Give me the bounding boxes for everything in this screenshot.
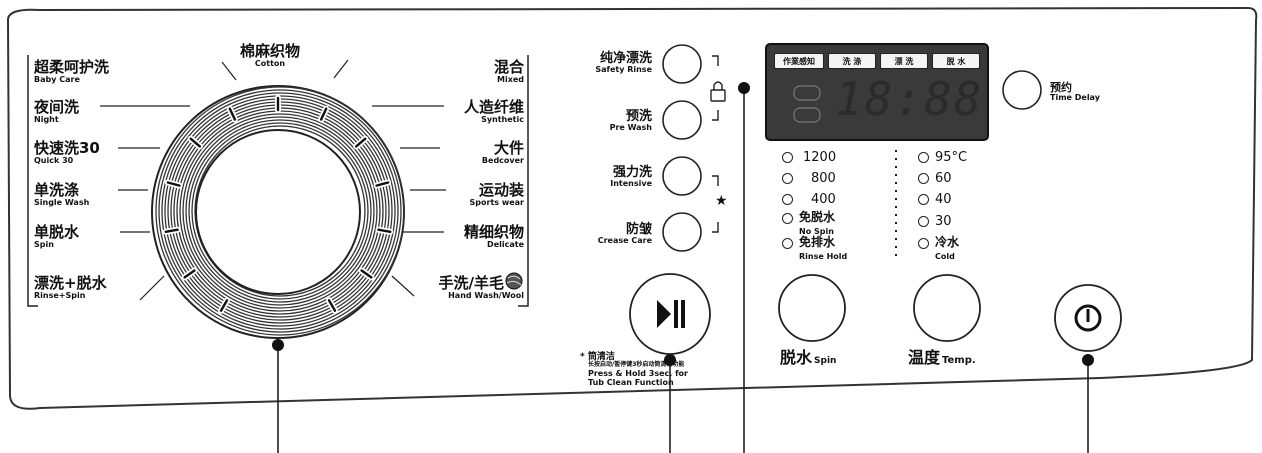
dial-groove [191, 122, 369, 300]
power-icon [1074, 304, 1102, 332]
dial-tick [375, 181, 390, 187]
display-play-indicator [793, 107, 821, 123]
dial-tick [360, 269, 373, 279]
spin-button[interactable] [778, 274, 846, 342]
dial-tick [166, 181, 181, 187]
dial-groove [158, 89, 402, 333]
callout-lines [277, 88, 1089, 453]
spin-led-1200: 1200 [782, 150, 836, 165]
play-icon [657, 300, 671, 328]
temp-led-30: 30 [918, 214, 952, 229]
wool-icon [505, 272, 523, 290]
display-tab-wash: 洗 涤 [828, 53, 876, 69]
dial-tick [319, 107, 328, 121]
dial-groove [194, 125, 366, 297]
dial-tick [189, 137, 202, 148]
panel-outline [6, 6, 1258, 410]
spin-led-400: 400 [782, 192, 836, 207]
dial-groove [185, 116, 375, 306]
dial-groove [161, 92, 399, 330]
dial-tick [354, 137, 367, 148]
dial-groove [182, 113, 378, 309]
callout-dots [272, 82, 1094, 366]
tub-clean-note: * 筒清洁 长按启动/暂停键3秒启动筒清洁功能 Press & Hold 3se… [580, 352, 688, 388]
star-icon: ★ [715, 193, 728, 209]
time-delay-label: 预约 Time Delay [1050, 81, 1100, 102]
temp-led-95: 95°C [918, 150, 967, 165]
time-delay-button[interactable] [1002, 70, 1042, 110]
dial-tick [164, 228, 179, 233]
dial-leader-lines [100, 59, 446, 301]
dial-tick [327, 299, 337, 312]
child-lock-icon [710, 81, 726, 102]
dial-groove [188, 119, 372, 303]
dial-tick [377, 228, 392, 233]
spin-led-800: 800 [782, 171, 836, 186]
display-tab-sensing: 作業感知 [774, 53, 824, 69]
display-lock-indicator [793, 85, 821, 101]
option-brackets [712, 55, 719, 233]
dial-tick [219, 299, 229, 312]
display-digits: 18:88 [835, 72, 984, 126]
dial-tick [183, 269, 196, 279]
temp-button[interactable] [913, 274, 981, 342]
temp-led-40: 40 [918, 192, 952, 207]
display-tab-spin: 脱 水 [932, 53, 980, 69]
dial-tick [228, 107, 237, 121]
dial-groove [155, 86, 405, 336]
dial-knob-center [195, 129, 361, 295]
temp-led-60: 60 [918, 171, 952, 186]
option-button-circles[interactable] [662, 44, 702, 252]
display-tab-rinse: 漂 洗 [880, 53, 928, 69]
program-dial[interactable] [151, 85, 405, 339]
dial-label-top: 棉麻织物 Cotton [240, 42, 301, 68]
